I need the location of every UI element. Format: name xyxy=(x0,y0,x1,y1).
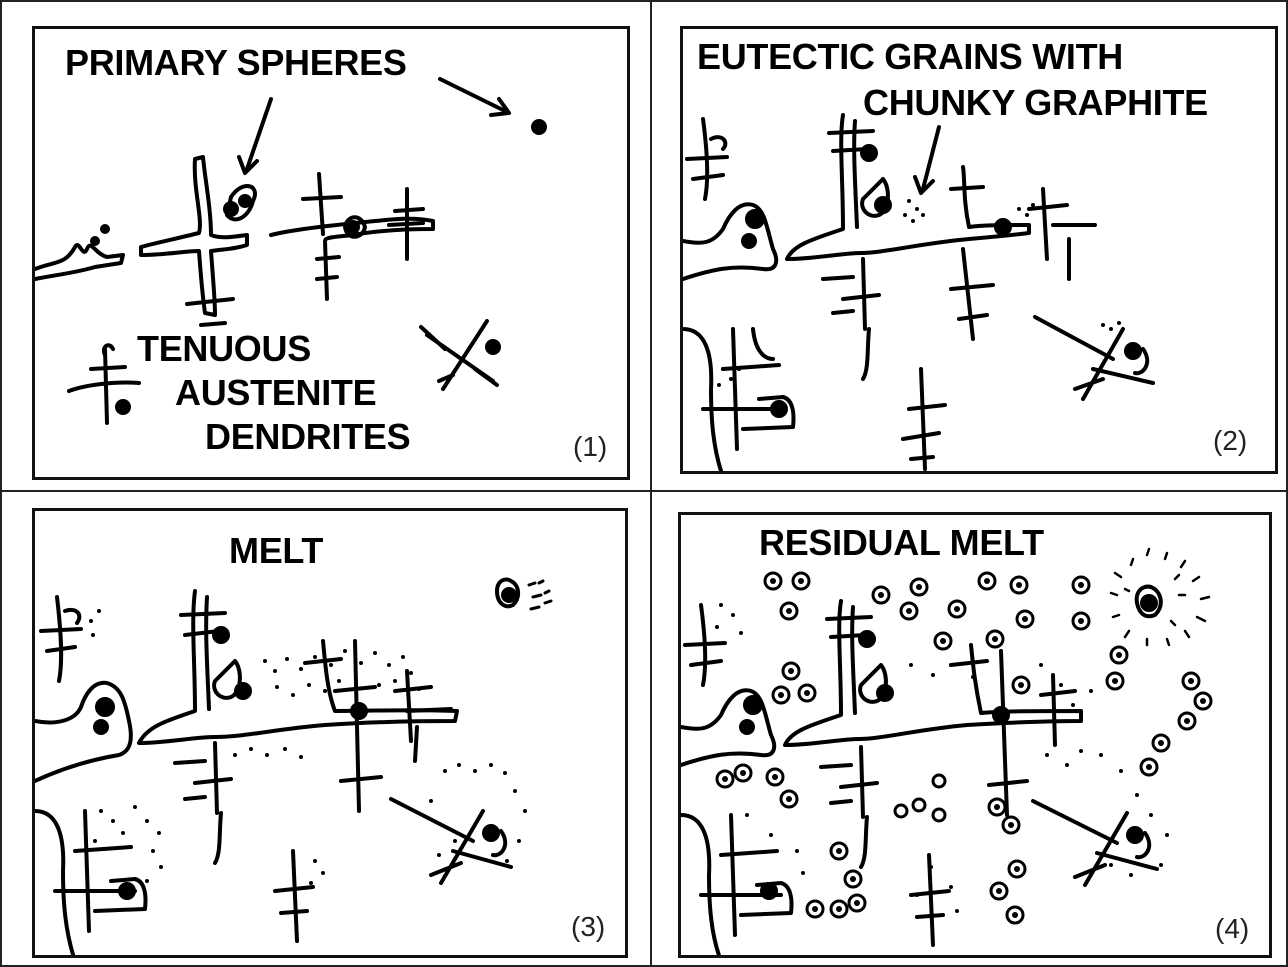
panel-1-number: (1) xyxy=(573,433,607,461)
label-melt: MELT xyxy=(229,533,323,569)
panel-1: PRIMARY SPHERES TENUOUS AUSTENITE DENDRI… xyxy=(32,26,630,480)
label-tenuous: TENUOUS xyxy=(137,331,311,367)
panel-3-drawing xyxy=(35,511,628,958)
panel-2: EUTECTIC GRAINS WITH CHUNKY GRAPHITE (2) xyxy=(680,26,1278,474)
panel-3: MELT (3) xyxy=(32,508,628,958)
panel-4-number: (4) xyxy=(1215,915,1249,943)
panel-3-number: (3) xyxy=(571,913,605,941)
panel-4-drawing xyxy=(681,515,1272,958)
label-dendrites: DENDRITES xyxy=(205,419,410,455)
label-austenite: AUSTENITE xyxy=(175,375,376,411)
label-eutectic-grains: EUTECTIC GRAINS WITH xyxy=(697,39,1123,75)
label-chunky-graphite: CHUNKY GRAPHITE xyxy=(863,85,1208,121)
grid-divider-vertical xyxy=(650,0,652,967)
grid-divider-horizontal xyxy=(0,490,1288,492)
panel-2-number: (2) xyxy=(1213,427,1247,455)
panel-4: RESIDUAL MELT (4) xyxy=(678,512,1272,958)
label-primary-spheres: PRIMARY SPHERES xyxy=(65,45,407,81)
label-residual-melt: RESIDUAL MELT xyxy=(759,525,1044,561)
